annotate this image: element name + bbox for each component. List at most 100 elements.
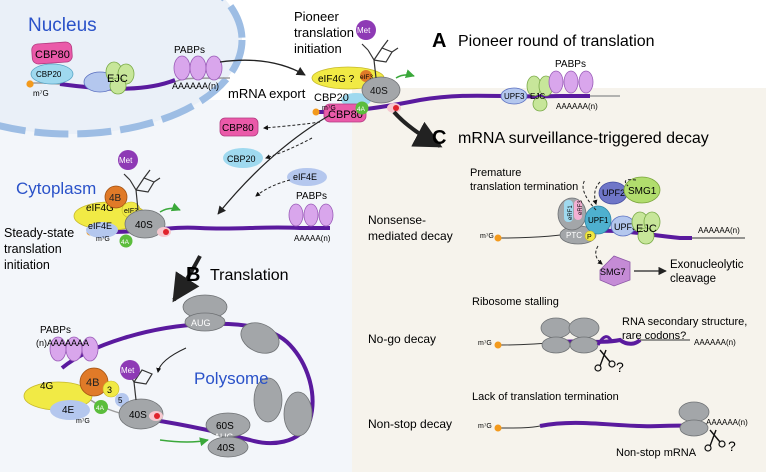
nmd-ptc: PTC xyxy=(566,231,582,240)
nogo-question: ? xyxy=(616,359,624,375)
polysome: AUG 60S AUG 40S 4G 4E m⁷G 4B 3 4A 5 40S … xyxy=(23,294,315,458)
polysome-polya: (n)AAAAAAA xyxy=(36,338,89,348)
cap-dot xyxy=(26,80,34,88)
polysome-4e: 4E xyxy=(62,405,75,416)
polysome-40s: 40S xyxy=(129,410,147,421)
pioneer-polya: AAAAAA(n) xyxy=(556,102,598,111)
polysome-met: Met xyxy=(121,366,135,375)
pioneer-4a: 4A xyxy=(357,106,366,113)
section-b-title: Translation xyxy=(210,267,289,284)
exo-line1: Exonucleolytic xyxy=(670,259,744,271)
nonstop-polya: AAAAAA(n) xyxy=(706,418,748,427)
nonstop-question: ? xyxy=(728,438,736,454)
steady-met: Met xyxy=(119,156,133,165)
section-c-title: mRNA surveillance-triggered decay xyxy=(458,130,709,147)
pioneer-line1: Pioneer xyxy=(294,9,339,24)
steady-eif4g: eIF4G xyxy=(86,203,114,214)
cbp80-label: CBP80 xyxy=(35,49,70,61)
nuclear-envelope xyxy=(0,0,246,138)
decay-arrow xyxy=(392,110,443,148)
rna-line2: rare codons? xyxy=(622,330,686,342)
nucleus-label: Nucleus xyxy=(28,15,97,36)
polysome-3: 3 xyxy=(107,385,112,395)
polysome-label: Polysome xyxy=(194,369,269,388)
pabps-label: PABPs xyxy=(174,45,205,56)
steady-state-complex: eIF4G eIF4E m⁷G 4B eIF3 4A 40S Met PABPs… xyxy=(73,150,334,248)
polysome-aug-top: AUG xyxy=(191,318,211,328)
mrna-export-label: mRNA export xyxy=(228,86,306,101)
polya-label: AAAAAA(n) xyxy=(172,81,219,91)
nonstop-complex: m⁷G AAAAAA(n) ? xyxy=(478,401,748,454)
rna-line1: RNA secondary structure, xyxy=(622,316,747,328)
nmd-upf2: UPF2 xyxy=(602,188,625,198)
nmd-smg1: SMG1 xyxy=(628,186,657,197)
nmd-upf3: UPF3 xyxy=(614,222,637,232)
pioneer-cbp20: CBP20 xyxy=(314,92,349,104)
m7g-label: m⁷G xyxy=(33,89,49,98)
premature-line1: Premature xyxy=(470,167,521,179)
steady-4a: 4A xyxy=(121,239,130,246)
pioneer-met: Met xyxy=(357,26,371,35)
steady-4b: 4B xyxy=(109,193,122,204)
premature-line2: translation termination xyxy=(470,181,578,193)
pioneer-m7g: m⁷G xyxy=(322,105,336,112)
steady-line2: translation xyxy=(4,242,62,256)
pioneer-pabps: PABPs xyxy=(555,59,586,70)
section-c-letter: C xyxy=(432,127,446,149)
steady-line1: Steady-state xyxy=(4,226,74,240)
nogo-m7g: m⁷G xyxy=(478,340,492,347)
translation-arrow xyxy=(172,255,202,303)
recycled-factors: CBP80 CBP20 eIF4E xyxy=(217,114,331,215)
nogo-label: No-go decay xyxy=(368,332,436,346)
pioneer-40s: 40S xyxy=(370,86,388,97)
nogo-polya: AAAAAA(n) xyxy=(694,338,736,347)
nmd-complex: m⁷G AAAAAA(n) PTC eRF1 eRF3 UPF1 P UPF2 … xyxy=(480,176,745,287)
polysome-5: 5 xyxy=(118,396,123,405)
nmd-p: P xyxy=(587,234,592,241)
steady-eif4e: eIF4E xyxy=(88,221,112,231)
nmd-smg7: SMG7 xyxy=(600,267,626,277)
nonstop-label: Non-stop decay xyxy=(368,417,452,431)
pioneer-line3: initiation xyxy=(294,41,342,56)
nonstop-mrna-label: Non-stop mRNA xyxy=(616,447,697,459)
steady-line3: initiation xyxy=(4,258,50,272)
exo-line2: cleavage xyxy=(670,273,716,285)
polysome-pabps: PABPs xyxy=(40,325,71,336)
pioneer-complex: eIF4G ? CBP20 CBP80 m⁷G eIF3 40S 4A Met … xyxy=(311,20,620,123)
steady-40s: 40S xyxy=(135,220,153,231)
nmd-ejc: EJC xyxy=(636,223,657,235)
cytoplasm-label: Cytoplasm xyxy=(16,179,96,198)
nmd-line2: mediated decay xyxy=(368,229,453,243)
nmd-upf1: UPF1 xyxy=(588,216,609,225)
pioneer-upf3: UPF3 xyxy=(504,92,525,101)
nmd-line1: Nonsense- xyxy=(368,213,426,227)
steady-polya: AAAAA(n) xyxy=(294,234,331,243)
nmd-erf3: eRF3 xyxy=(578,200,584,215)
ribosome-stalling-label: Ribosome stalling xyxy=(472,296,559,308)
lack-termination-label: Lack of translation termination xyxy=(472,391,619,403)
nonstop-m7g: m⁷G xyxy=(478,423,492,430)
ejc-label: EJC xyxy=(107,73,128,85)
section-a-title: Pioneer round of translation xyxy=(458,33,655,50)
free-cbp20: CBP20 xyxy=(227,154,256,164)
section-a-letter: A xyxy=(432,30,446,52)
nogo-complex: m⁷G AAAAAA(n) ? xyxy=(478,317,736,375)
nmd-polya: AAAAAA(n) xyxy=(698,226,740,235)
polysome-40s-b: 40S xyxy=(217,443,235,454)
polysome-60s: 60S xyxy=(216,421,234,432)
free-eif4e: eIF4E xyxy=(293,172,317,182)
steady-m7g: m⁷G xyxy=(96,236,110,243)
pioneer-cbp80: CBP80 xyxy=(328,109,363,121)
pioneer-line2: translation xyxy=(294,25,354,40)
nmd-erf1: eRF1 xyxy=(568,205,574,220)
polysome-4g: 4G xyxy=(40,381,54,392)
nmd-m7g: m⁷G xyxy=(480,233,494,240)
nuclear-mrnp: m⁷G CBP20 CBP80 EJC PABPs AAAAAA(n) xyxy=(26,41,231,98)
steady-eif3: eIF3 xyxy=(124,208,138,215)
polysome-4a: 4A xyxy=(96,405,105,412)
cbp20-label: CBP20 xyxy=(36,70,62,79)
pioneer-ejc: EJC xyxy=(530,92,545,101)
eif4g-q-label: eIF4G ? xyxy=(318,74,355,85)
